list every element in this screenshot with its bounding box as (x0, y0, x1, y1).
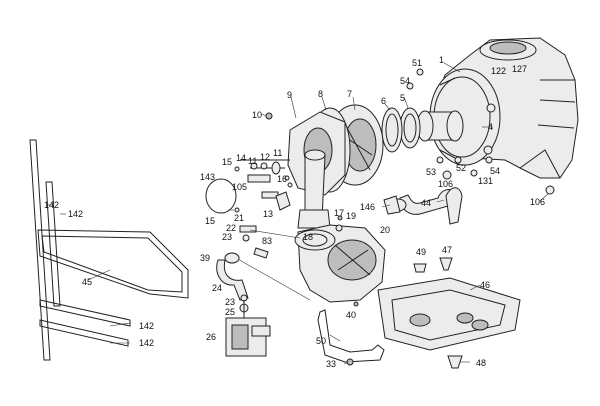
clip-54 (485, 156, 493, 164)
foot-49 (413, 263, 427, 273)
label-part-11b: 11 (248, 156, 257, 166)
screw-40 (353, 301, 359, 307)
nut-131 (470, 169, 478, 177)
label-part-4: 4 (488, 122, 493, 132)
clip-52 (454, 156, 462, 164)
combustion-tube (416, 110, 464, 142)
mixer-tube (297, 149, 331, 229)
label-part-21: 21 (234, 213, 244, 223)
label-part-48: 48 (476, 358, 486, 368)
label-part-45: 45 (82, 277, 92, 287)
label-part-46: 46 (480, 280, 490, 290)
label-part-39: 39 (200, 253, 210, 263)
label-part-17: 17 (334, 208, 344, 218)
label-part-143: 143 (200, 172, 215, 182)
label-part-20: 20 (380, 225, 390, 235)
label-part-19: 19 (346, 211, 356, 221)
label-part-53: 53 (426, 167, 436, 177)
label-part-50: 50 (316, 336, 326, 346)
screw-33 (346, 358, 354, 366)
screw-10 (265, 112, 273, 120)
label-part-142c: 142 (139, 321, 154, 331)
cap-106-right (545, 185, 555, 195)
mounting-frame (37, 229, 189, 299)
label-part-142a: 142 (44, 200, 59, 210)
label-part-6: 6 (381, 96, 386, 106)
label-part-105: 105 (232, 182, 247, 192)
venturi-fittings (235, 225, 311, 301)
label-part-54b: 54 (490, 166, 500, 176)
foot-47 (439, 257, 453, 271)
label-part-23a: 23 (222, 232, 232, 242)
leader-lines (48, 62, 549, 365)
gasket-143 (205, 178, 237, 214)
label-part-18: 18 (303, 232, 313, 242)
plug-51 (416, 68, 424, 76)
label-part-7: 7 (347, 89, 352, 99)
label-part-142d: 142 (139, 338, 154, 348)
label-part-16: 16 (277, 174, 287, 184)
label-part-106a: 106 (438, 179, 453, 189)
bracket-50 (317, 309, 385, 363)
label-part-33: 33 (326, 359, 336, 369)
label-part-25: 25 (225, 307, 235, 317)
label-part-8: 8 (318, 89, 323, 99)
heat-exchanger (429, 37, 579, 179)
label-part-51: 51 (412, 58, 422, 68)
label-part-15b: 15 (205, 216, 215, 226)
electrode-assembly (234, 159, 293, 213)
label-part-52: 52 (456, 163, 466, 173)
label-part-14: 14 (236, 153, 246, 163)
label-part-13: 13 (263, 209, 273, 219)
label-part-127: 127 (512, 64, 527, 74)
gas-valve (225, 294, 271, 357)
label-part-146: 146 (360, 202, 375, 212)
fan-blower (294, 224, 386, 303)
label-part-44: 44 (421, 198, 431, 208)
screw-17 (337, 215, 343, 221)
seal-ring (381, 107, 403, 153)
label-part-15a: 15 (222, 157, 232, 167)
label-part-24: 24 (212, 283, 222, 293)
label-part-54a: 54 (400, 76, 410, 86)
rail-horizontal (39, 299, 131, 347)
label-part-131: 131 (478, 176, 493, 186)
clip-53 (436, 156, 444, 164)
part-labels: 1 122 127 51 54 5 6 7 8 9 4 10 11 11 12 … (44, 55, 545, 369)
gas-pipe (216, 252, 249, 301)
label-part-40: 40 (346, 310, 356, 320)
label-part-106b: 106 (530, 197, 545, 207)
label-part-10: 10 (252, 110, 262, 120)
label-part-122: 122 (491, 66, 506, 76)
label-part-83: 83 (262, 236, 272, 246)
cap-106 (442, 170, 452, 180)
siphon-hose (383, 187, 463, 225)
label-part-1: 1 (439, 55, 444, 65)
label-part-49: 49 (416, 247, 426, 257)
label-part-5: 5 (400, 93, 405, 103)
foot-48 (447, 355, 463, 369)
label-part-11a: 11 (273, 148, 282, 158)
label-part-142b: 142 (68, 209, 83, 219)
label-part-9: 9 (287, 90, 292, 100)
label-part-26: 26 (206, 332, 216, 342)
label-part-22: 22 (226, 223, 236, 233)
washer-19 (335, 224, 343, 232)
condensate-tray (377, 277, 521, 351)
seal-ring-inner (385, 113, 399, 147)
rail-vertical (29, 139, 61, 361)
label-part-23b: 23 (225, 297, 235, 307)
label-part-47: 47 (442, 245, 452, 255)
label-part-12: 12 (260, 152, 270, 162)
clip-54b (406, 82, 414, 90)
gasket-ring-inner (403, 113, 417, 143)
